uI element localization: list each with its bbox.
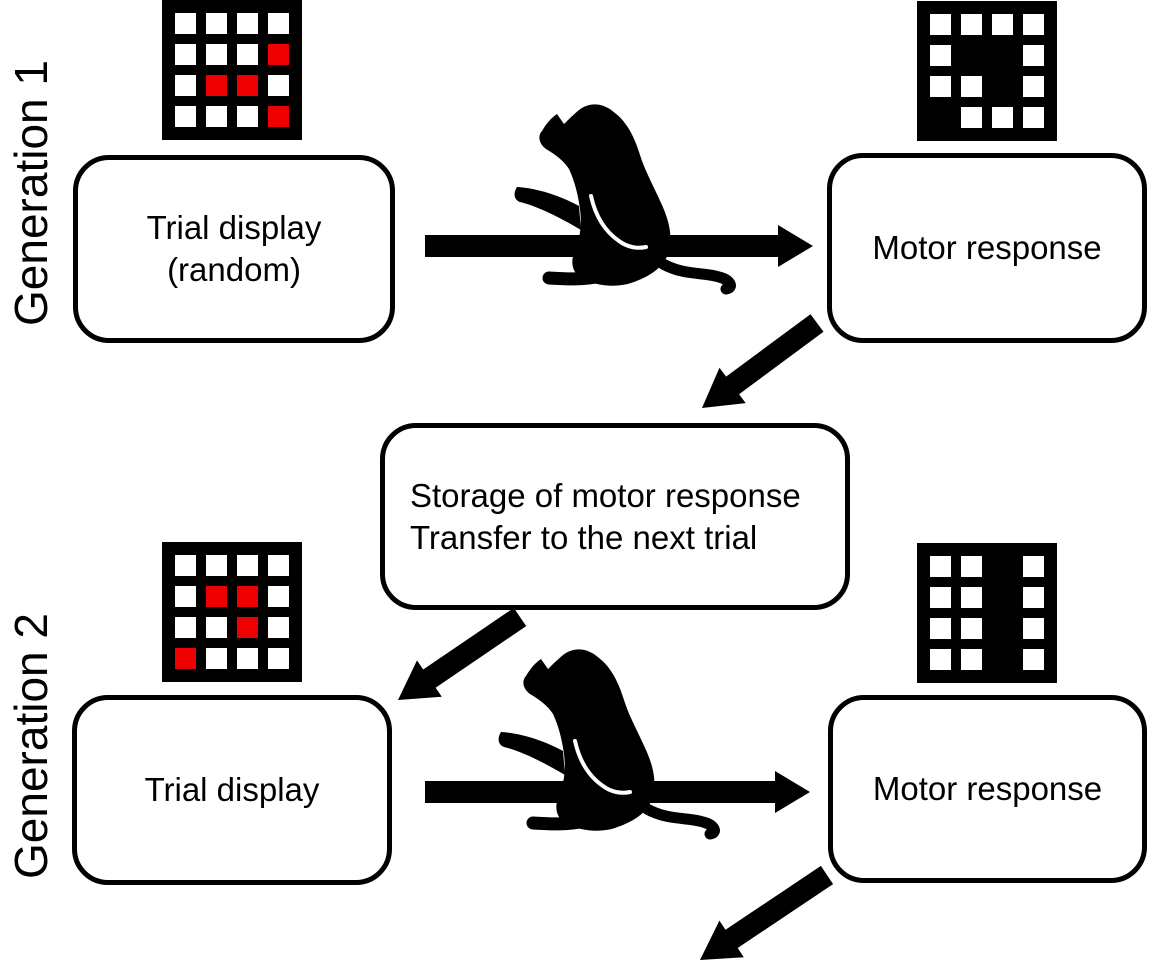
grid-gen2-motor-response	[917, 543, 1057, 683]
grid-cell-white	[1023, 107, 1044, 128]
grid-cell-white	[175, 13, 196, 34]
grid-gen1-trial-display	[162, 0, 302, 140]
gen2-motor-response-box: Motor response	[828, 695, 1147, 883]
grid-cell-red	[237, 75, 258, 96]
grid-cell-white	[930, 649, 951, 670]
grid-cell-red	[268, 44, 289, 65]
gen2-motor-response-label: Motor response	[872, 770, 1103, 807]
grid-cell-white	[175, 106, 196, 127]
gen2-trial-display-box: Trial display	[72, 695, 392, 885]
grid-cell-white	[237, 648, 258, 669]
grid-cell-white	[206, 555, 227, 576]
gen1-monkey-icon	[515, 104, 731, 289]
grid-cell-white	[1023, 45, 1044, 66]
grid-cell-white	[1023, 587, 1044, 608]
grid-cell-white	[268, 648, 289, 669]
grid-cell-white	[237, 44, 258, 65]
grid-cell-white	[268, 586, 289, 607]
grid-cell-white	[206, 106, 227, 127]
grid-cell-empty	[930, 107, 951, 128]
grid-cell-white	[961, 14, 982, 35]
grid-cell-white	[961, 556, 982, 577]
storage-line1: Storage of motor response	[410, 476, 801, 514]
grid-cell-white	[175, 44, 196, 65]
grid-cell-white	[1023, 649, 1044, 670]
grid-cell-white	[237, 555, 258, 576]
grid-gen2-trial-display	[162, 542, 302, 682]
grid-cell-red	[237, 617, 258, 638]
grid-cell-white	[992, 107, 1013, 128]
gen1-motor-response-box: Motor response	[827, 153, 1147, 343]
grid-cell-white	[268, 617, 289, 638]
grid-cell-white	[268, 75, 289, 96]
grid-cell-white	[206, 617, 227, 638]
grid-cell-white	[237, 106, 258, 127]
grid-cell-empty	[961, 45, 982, 66]
grid-cell-red	[206, 586, 227, 607]
grid-cell-empty	[992, 45, 1013, 66]
grid-cell-white	[268, 13, 289, 34]
grid-cell-red	[237, 586, 258, 607]
gen1-trial-display-line2: (random)	[167, 251, 301, 288]
grid-cell-white	[175, 555, 196, 576]
grid-cell-white	[930, 587, 951, 608]
storage-transfer-box: Storage of motor response Transfer to th…	[380, 423, 850, 610]
storage-line2: Transfer to the next trial	[410, 518, 758, 556]
grid-cell-empty	[992, 556, 1013, 577]
grid-cell-white	[175, 617, 196, 638]
grid-cell-white	[930, 76, 951, 97]
gen2-monkey-icon	[499, 649, 715, 834]
grid-cell-white	[1023, 556, 1044, 577]
grid-cell-white	[961, 618, 982, 639]
grid-cell-empty	[992, 649, 1013, 670]
grid-cell-white	[930, 14, 951, 35]
grid-cell-white	[992, 14, 1013, 35]
grid-cell-white	[206, 44, 227, 65]
arrow-gen2-stimulus-to-response	[425, 771, 810, 813]
grid-cell-red	[206, 75, 227, 96]
grid-cell-white	[237, 13, 258, 34]
generation-2-label: Generation 2	[5, 613, 57, 879]
grid-cell-white	[175, 75, 196, 96]
gen1-trial-display-box: Trial display (random)	[73, 155, 395, 343]
grid-cell-white	[961, 649, 982, 670]
grid-cell-white	[961, 76, 982, 97]
grid-cell-white	[930, 618, 951, 639]
grid-cell-red	[175, 648, 196, 669]
grid-cell-white	[961, 587, 982, 608]
gen2-trial-display-label: Trial display	[144, 771, 320, 808]
grid-cell-empty	[992, 76, 1013, 97]
arrow-gen1-response-to-storage	[702, 314, 824, 408]
grid-cell-white	[1023, 14, 1044, 35]
grid-cell-empty	[992, 618, 1013, 639]
grid-cell-white	[930, 45, 951, 66]
grid-cell-white	[930, 556, 951, 577]
grid-cell-white	[961, 107, 982, 128]
gen1-trial-display-line1: Trial display	[146, 209, 322, 246]
grid-cell-white	[268, 555, 289, 576]
gen1-motor-response-label: Motor response	[872, 229, 1102, 266]
grid-cell-white	[175, 586, 196, 607]
grid-gen1-motor-response	[917, 1, 1057, 141]
grid-cell-white	[206, 13, 227, 34]
grid-cell-empty	[992, 587, 1013, 608]
grid-cell-white	[1023, 76, 1044, 97]
arrow-gen2-response-to-next	[700, 865, 834, 960]
generation-1-label: Generation 1	[5, 60, 57, 326]
arrow-gen1-stimulus-to-response	[425, 225, 813, 267]
grid-cell-red	[268, 106, 289, 127]
grid-cell-white	[1023, 618, 1044, 639]
arrow-storage-to-gen2-trial	[398, 607, 527, 700]
grid-cell-white	[206, 648, 227, 669]
